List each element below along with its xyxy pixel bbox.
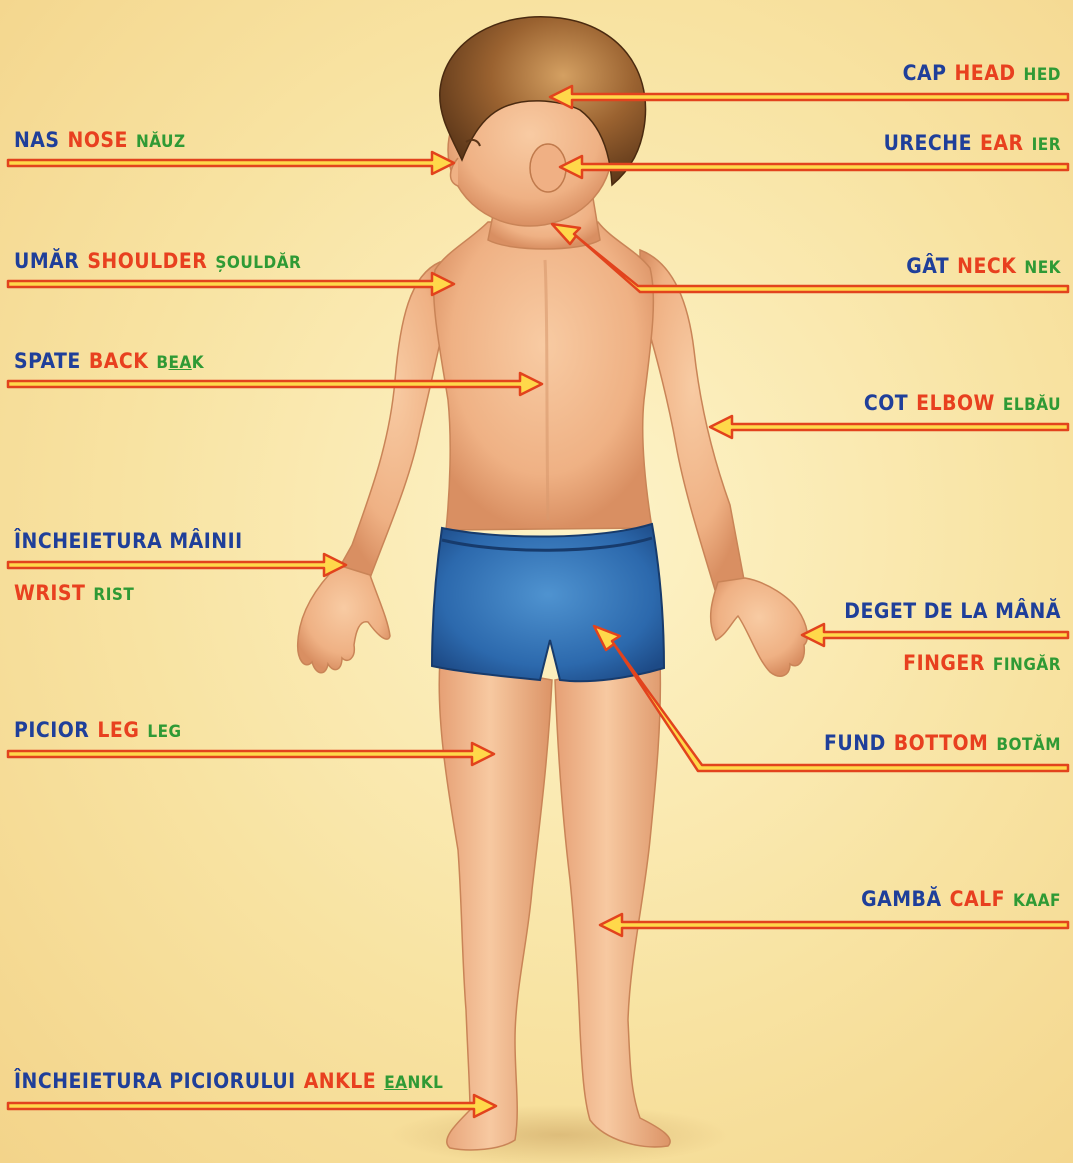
label-bottom-ro: FUND [824, 731, 886, 755]
label-neck-en: NECK [957, 254, 1016, 278]
label-nose-pr: NĂUZ [136, 132, 186, 152]
label-ankle: ÎNCHEIETURA PICIORULUI ANKLE EANKL [14, 1068, 443, 1096]
shorts [432, 524, 664, 681]
label-back-pr-underlined: EA [169, 353, 192, 373]
label-finger-en-text: FINGER [903, 651, 985, 675]
torso [434, 222, 654, 530]
label-nose: NAS NOSE NĂUZ [14, 127, 186, 155]
label-calf-pr: KAAF [1013, 891, 1061, 911]
label-wrist-en: WRIST RIST [14, 580, 134, 608]
label-leg: PICIOR LEG LEG [14, 717, 182, 745]
label-back-pr-post: K [192, 353, 204, 373]
label-finger-en: FINGER FINGĂR [903, 650, 1061, 678]
label-elbow: COT ELBOW ELBĂU [864, 390, 1061, 418]
label-calf-ro: GAMBĂ [861, 887, 941, 911]
label-nose-en: NOSE [68, 128, 128, 152]
label-wrist-ro-text: ÎNCHEIETURA MÂINII [14, 529, 243, 553]
label-head-en: HEAD [955, 61, 1016, 85]
label-calf-en: CALF [950, 887, 1005, 911]
label-head-ro: CAP [903, 61, 947, 85]
label-bottom-pr: BOTĂM [996, 735, 1061, 755]
right-hand [711, 578, 808, 676]
label-back-pr-pre: B [156, 353, 168, 373]
arrow-leg [8, 743, 494, 765]
label-finger-ro: DEGET DE LA MÂNĂ [844, 598, 1061, 624]
label-leg-ro: PICIOR [14, 718, 89, 742]
left-arm [338, 262, 450, 578]
boy-figure [298, 17, 808, 1150]
label-finger-ro-text: DEGET DE LA MÂNĂ [844, 599, 1061, 623]
label-neck-pr: NEK [1024, 258, 1061, 278]
arrow-finger [802, 624, 1068, 646]
label-ankle-ro: ÎNCHEIETURA PICIORULUI [14, 1069, 296, 1093]
label-wrist-ro: ÎNCHEIETURA MÂINII [14, 528, 243, 554]
label-bottom: FUND BOTTOM BOTĂM [824, 730, 1061, 758]
label-ankle-pr: EANKL [384, 1073, 443, 1093]
label-ear-en: EAR [980, 131, 1024, 155]
left-hand [298, 565, 390, 673]
label-leg-en: LEG [97, 718, 139, 742]
label-back-ro: SPATE [14, 349, 81, 373]
label-nose-ro: NAS [14, 128, 60, 152]
label-elbow-ro: COT [864, 391, 908, 415]
label-leg-pr: LEG [147, 722, 181, 742]
left-leg [439, 660, 552, 1150]
arrow-elbow [710, 416, 1068, 438]
label-wrist-pr: RIST [93, 585, 134, 605]
label-back-pr: BEAK [156, 353, 204, 373]
label-elbow-en: ELBOW [916, 391, 995, 415]
arrow-calf [600, 914, 1068, 936]
label-back-en: BACK [89, 349, 149, 373]
floor-shadow [390, 1105, 730, 1163]
right-leg [555, 660, 670, 1147]
label-shoulder-ro: UMĂR [14, 249, 79, 273]
arrow-shoulder [8, 273, 454, 295]
label-shoulder-pr: ȘOULDĂR [215, 253, 301, 273]
label-neck-ro: GÂT [906, 254, 949, 278]
arrow-ankle [8, 1095, 496, 1117]
label-elbow-pr: ELBĂU [1003, 395, 1061, 415]
label-shoulder: UMĂR SHOULDER ȘOULDĂR [14, 248, 301, 276]
label-bottom-en: BOTTOM [894, 731, 989, 755]
label-ankle-pr-post: NKL [408, 1073, 444, 1093]
label-ankle-en: ANKLE [304, 1069, 377, 1093]
label-head-pr: HED [1024, 65, 1061, 85]
label-calf: GAMBĂ CALF KAAF [861, 886, 1061, 914]
label-shoulder-en: SHOULDER [87, 249, 207, 273]
label-back: SPATE BACK BEAK [14, 348, 204, 376]
label-ear-pr: IER [1032, 135, 1061, 155]
label-ankle-pr-underlined: EA [384, 1073, 407, 1093]
arrow-nose [8, 152, 454, 174]
label-ear-ro: URECHE [884, 131, 972, 155]
label-finger-pr: FINGĂR [993, 655, 1061, 675]
label-head: CAP HEAD HED [903, 60, 1061, 88]
arrow-wrist [8, 554, 346, 576]
label-neck: GÂT NECK NEK [906, 253, 1061, 281]
label-ear: URECHE EAR IER [884, 130, 1061, 158]
arrow-ear [560, 156, 1068, 178]
label-wrist-en-text: WRIST [14, 581, 85, 605]
